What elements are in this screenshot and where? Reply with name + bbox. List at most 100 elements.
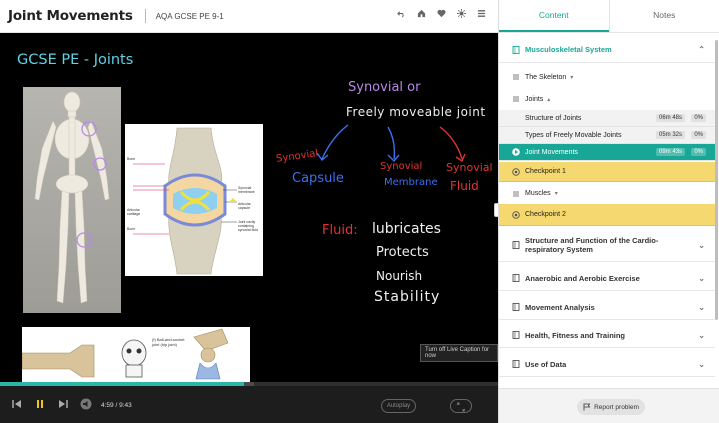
slide-title: GCSE PE - Joints (17, 52, 134, 68)
note-fluid: Fluid: (322, 223, 358, 238)
label-articular-capsule: Articular capsule (238, 202, 251, 210)
note-function-2: Protects (376, 245, 429, 260)
book-icon (512, 331, 520, 339)
label-joint-cavity: Joint cavity containing synovial fluid (238, 220, 259, 232)
note-arrows (316, 124, 466, 163)
skip-back-icon[interactable] (12, 399, 22, 409)
note-function-1: lubricates (372, 221, 441, 237)
outline-label: Use of Data (525, 359, 567, 369)
outline-section[interactable]: Anaerobic and Aerobic Exercise ⌄ (499, 266, 715, 291)
note-function-4: Stability (374, 289, 441, 305)
playback-time: 4:59 / 9:43 (101, 402, 132, 409)
course-subtitle: AQA GCSE PE 9-1 (155, 11, 224, 21)
label-synovial-membrane: Synovial membrane (238, 186, 255, 194)
outline-label: The Skeleton (525, 73, 567, 81)
header-divider (144, 9, 146, 23)
list-icon (513, 96, 519, 102)
outline-subsection[interactable]: The Skeleton▾ (499, 66, 715, 88)
list-icon (513, 191, 519, 196)
chevron-icon[interactable]: ⌄ (698, 273, 705, 283)
brightness-icon[interactable] (457, 9, 466, 18)
joint-types-diagram: (f) Ball-and-socket joint (hip joint) (21, 327, 250, 382)
heart-icon[interactable] (437, 9, 446, 18)
sidebar-footer: Report problem (499, 388, 719, 423)
outline-section[interactable]: Health, Fitness and Training ⌄ (499, 323, 715, 348)
outline-section[interactable]: Use of Data ⌄ (499, 352, 715, 377)
label-ball-socket: (f) Ball-and-socket joint (hip joint) (152, 337, 185, 347)
chevron-icon[interactable]: ▴ (547, 96, 551, 103)
book-icon (512, 303, 520, 311)
live-caption-tooltip: Turn off Live Caption for now (420, 344, 498, 362)
flag-icon (583, 403, 591, 411)
book-icon (512, 241, 520, 249)
progress-fill (0, 382, 245, 386)
skip-forward-icon[interactable] (58, 399, 68, 409)
outline-label: Structure of Joints (525, 114, 582, 122)
course-outline: Musculoskeletal System⌃The Skeleton▾Join… (499, 34, 719, 382)
report-problem-button[interactable]: Report problem (577, 399, 645, 415)
chevron-icon[interactable]: ⌄ (698, 330, 705, 340)
outline-label: Checkpoint 1 (525, 168, 566, 175)
note-function-3: Nourish (376, 269, 423, 283)
video-player[interactable]: GCSE PE - Joints (0, 33, 498, 382)
outline-label: Musculoskeletal System (525, 45, 612, 54)
note-branch-2b: Membrane (384, 177, 438, 188)
sidebar-scrollbar[interactable] (715, 40, 718, 320)
volume-icon[interactable] (80, 398, 92, 410)
header-icon-bar (397, 9, 486, 18)
checkpoint-icon (512, 210, 520, 219)
tab-notes[interactable]: Notes (608, 0, 719, 32)
outline-label: Checkpoint 2 (525, 211, 566, 218)
book-icon (512, 274, 520, 282)
fullscreen-icon (456, 402, 466, 412)
note-branch-2a: Synovial (380, 161, 423, 172)
lesson-progress: 0% (691, 114, 706, 122)
video-progress-bar[interactable] (0, 382, 498, 386)
outline-label: Types of Freely Movable Joints (525, 131, 622, 139)
note-branch-3b: Fluid (450, 179, 479, 193)
checkpoint-icon (512, 167, 520, 176)
outline-lesson-active[interactable]: Joint Movements 09m 43s 0% (499, 144, 715, 161)
lesson-duration: 09m 43s (655, 148, 685, 156)
chevron-icon[interactable]: ▾ (570, 74, 574, 81)
outline-label: Structure and Function of the Cardio-res… (525, 236, 659, 254)
chevron-icon[interactable]: ⌃ (698, 45, 705, 54)
tab-content[interactable]: Content (499, 0, 609, 32)
label-bone-bottom: Bone (127, 227, 136, 231)
lesson-title: Joint Movements (8, 8, 133, 24)
outline-checkpoint[interactable]: Checkpoint 1 (499, 162, 715, 182)
lesson-progress: 0% (691, 131, 706, 139)
lesson-duration: 05m 32s (655, 131, 685, 139)
lesson-header: Joint Movements AQA GCSE PE 9-1 (0, 0, 498, 33)
outline-subsection[interactable]: Muscles▾ (499, 184, 715, 203)
home-icon[interactable] (417, 9, 426, 18)
outline-section[interactable]: Musculoskeletal System ⌃ (499, 37, 715, 63)
chevron-icon[interactable]: ⌄ (698, 359, 705, 369)
outline-label: Joint Movements (525, 148, 578, 156)
outline-section[interactable]: Structure and Function of the Cardio-res… (499, 229, 715, 262)
outline-label: Movement Analysis (525, 302, 595, 312)
outline-label: Anaerobic and Aerobic Exercise (525, 273, 640, 283)
synovial-joint-diagram: Bone Articular cartilage Bone Synovial m… (125, 124, 263, 276)
sidebar-tabs: Content Notes (499, 0, 719, 33)
autoplay-toggle[interactable]: Autoplay (381, 399, 416, 413)
chevron-icon[interactable]: ⌄ (698, 240, 705, 250)
fullscreen-button[interactable] (450, 399, 472, 413)
outline-label: Joints (525, 95, 544, 103)
outline-lesson[interactable]: Types of Freely Movable Joints 05m 32s 0% (499, 127, 715, 144)
undo-icon[interactable] (397, 9, 406, 18)
note-branch-3a: Synovial (446, 161, 493, 174)
outline-label: Health, Fitness and Training (525, 330, 626, 340)
chevron-icon[interactable]: ⌄ (698, 302, 705, 312)
lesson-progress: 0% (691, 148, 706, 156)
outline-section[interactable]: Movement Analysis ⌄ (499, 295, 715, 320)
chevron-icon[interactable]: ▾ (554, 191, 558, 197)
list-icon (513, 74, 519, 80)
outline-checkpoint[interactable]: Checkpoint 2 (499, 204, 715, 226)
pause-icon[interactable] (35, 399, 45, 409)
outline-subsection[interactable]: Joints▴ (499, 89, 715, 109)
course-sidebar: Content Notes Musculoskeletal System ⌃ The… (498, 0, 719, 423)
list-icon[interactable] (477, 9, 486, 18)
book-icon (512, 45, 520, 54)
